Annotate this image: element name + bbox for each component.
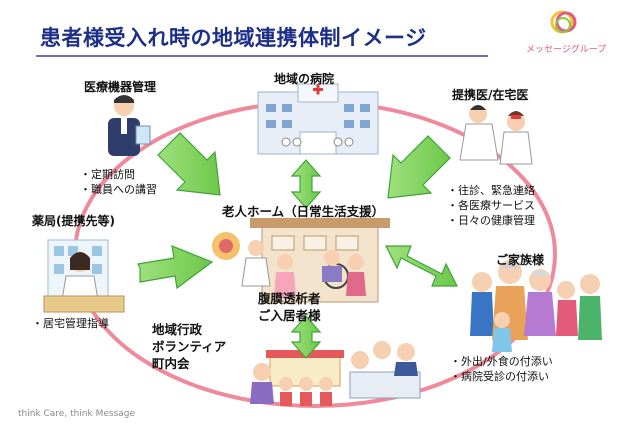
- pharmacist-figure: [43, 239, 125, 313]
- bullet-item: ・各医療サービス: [447, 199, 535, 212]
- home-doctor-bullets: ・往診、緊急連絡 ・各医療サービス ・日々の健康管理: [447, 183, 535, 228]
- arrow-equipment-to-home: [157, 132, 221, 196]
- patient-label: 腹膜透析者 ご入居者様: [258, 290, 321, 324]
- title-underline: [36, 55, 488, 57]
- bullet-item: ・病院受診の付添い: [450, 370, 549, 383]
- patient-line: 腹膜透析者: [258, 291, 321, 306]
- family-figure: [470, 260, 602, 352]
- bullet-item: ・外出/外食の付添い: [450, 355, 553, 368]
- home-doctor-label: 提携医/在宅医: [452, 88, 529, 102]
- arrow-home-family: [385, 245, 458, 287]
- medical-equipment-bullets: ・定期訪問 ・職員への講習: [80, 167, 157, 197]
- arrow-hospital-home: [290, 159, 322, 209]
- logo-icon: [550, 10, 577, 34]
- arrow-doctor-to-home: [387, 135, 451, 199]
- pharmacy-bullets: ・居宅管理指導: [32, 316, 109, 331]
- medical-equipment-label: 医療機器管理: [84, 80, 157, 94]
- bullet-item: ・居宅管理指導: [32, 317, 109, 330]
- hospital-label: 地域の病院: [274, 72, 335, 86]
- bullet-item: ・職員への講習: [80, 183, 157, 196]
- community-label: 地域行政 ボランティア 町内会: [152, 321, 226, 372]
- family-label: ご家族様: [496, 253, 545, 267]
- pharmacy-label: 薬局(提携先等): [32, 214, 115, 228]
- arrow-pharmacy-to-home: [137, 245, 214, 290]
- community-figure: [250, 341, 421, 406]
- patient-line: ご入居者様: [258, 308, 321, 323]
- community-line: 地域行政: [152, 322, 203, 337]
- page-title: 患者様受入れ時の地域連携体制イメージ: [40, 26, 427, 50]
- family-bullets: ・外出/外食の付添い ・病院受診の付添い: [450, 354, 553, 384]
- bullet-item: ・日々の健康管理: [447, 214, 535, 227]
- community-line: 町内会: [152, 356, 190, 371]
- hospital-building-icon: [257, 83, 379, 155]
- bullet-item: ・往診、緊急連絡: [447, 184, 535, 197]
- arrow-home-community: [290, 315, 322, 359]
- equipment-manager-figure: [108, 95, 151, 156]
- footer-tagline: think Care, think Message: [18, 409, 136, 419]
- nursing-home-building-icon: [212, 218, 390, 303]
- home-doctor-figure: [459, 105, 533, 165]
- logo-text: メッセージグループ: [526, 45, 607, 55]
- nursing-home-label: 老人ホーム（日常生活支援）: [222, 204, 385, 219]
- bullet-item: ・定期訪問: [80, 168, 135, 181]
- community-line: ボランティア: [152, 339, 227, 354]
